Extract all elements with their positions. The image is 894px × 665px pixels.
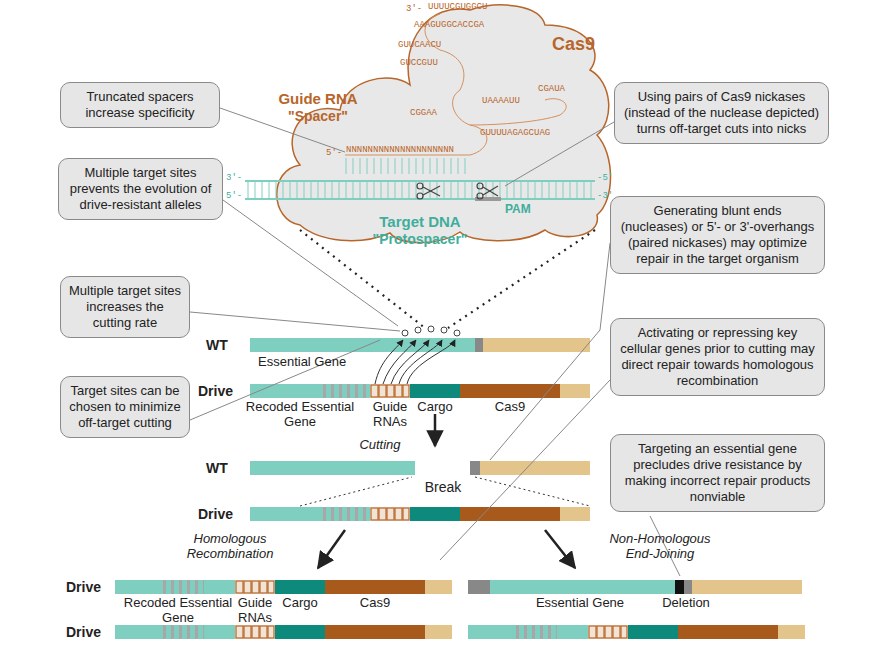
callout-box: Activating or repressing key cellular ge… — [610, 318, 825, 396]
part-label: Homologous Recombination — [165, 532, 295, 562]
sequence-label: CGGAA — [410, 108, 437, 118]
callout-box: Generating blunt ends (nucleases) or 5'-… — [610, 196, 825, 274]
part-label: Break — [425, 479, 462, 495]
sequence-label: GUUCAACU — [398, 40, 441, 50]
part-label: Guide RNA — [278, 90, 357, 107]
callout-text: Target sites can be chosen to minimize o… — [69, 383, 181, 431]
callout-box: Target sites can be chosen to minimize o… — [60, 376, 190, 438]
callout-text: Multiple target sites prevents the evolu… — [67, 165, 214, 213]
part-label: Guide RNAs — [231, 596, 279, 626]
part-label: Cargo — [282, 596, 317, 611]
callout-text: Targeting an essential gene precludes dr… — [619, 441, 816, 505]
sequence-label: -5' — [597, 173, 613, 183]
sequence-label: 5'- — [326, 148, 342, 158]
part-label: Drive — [198, 506, 233, 522]
sequence-label: 5'- — [226, 191, 242, 201]
sequence-label: NNNNNNNNNNNNNNNNNNNN — [346, 145, 454, 155]
part-label: Non-Homologous End-Joining — [595, 532, 725, 562]
part-label: "Spacer" — [288, 108, 348, 124]
callout-box: Using pairs of Cas9 nickases (instead of… — [614, 82, 829, 144]
sequence-label: AAAGUGGCACCGA — [414, 20, 484, 30]
sequence-label: -3' — [597, 191, 613, 201]
sequence-label: CGAUA — [538, 84, 565, 94]
sequence-label: UAAAAUU — [482, 96, 520, 106]
sequence-label: UUUUCGUGGCU — [428, 2, 487, 12]
part-label: Cas9 — [552, 34, 595, 55]
callout-box: Truncated spacers increase specificity — [60, 82, 220, 128]
part-label: Recoded Essential Gene — [245, 400, 355, 430]
part-label: WT — [206, 337, 228, 353]
callout-text: Multiple target sites increases the cutt… — [69, 283, 181, 331]
part-label: Drive — [198, 383, 233, 399]
sequence-label: GUCCGUU — [400, 58, 438, 68]
callout-text: Truncated spacers increase specificity — [69, 89, 211, 121]
callout-box: Targeting an essential gene precludes dr… — [610, 434, 825, 512]
part-label: Deletion — [662, 596, 710, 611]
part-label: Cas9 — [360, 596, 390, 611]
callout-text: Activating or repressing key cellular ge… — [619, 325, 816, 389]
part-label: WT — [206, 460, 228, 476]
part-label: "Protospacer" — [373, 231, 468, 247]
part-label: Essential Gene — [536, 596, 624, 611]
callout-text: Using pairs of Cas9 nickases (instead of… — [623, 89, 820, 137]
part-label: Cargo — [417, 400, 452, 415]
sequence-label: 3'- — [406, 4, 422, 14]
part-label: PAM — [505, 203, 531, 217]
callout-box: Multiple target sites increases the cutt… — [60, 276, 190, 338]
sequence-label: GUUUUAGAGCUAG — [480, 128, 550, 138]
callout-text: Generating blunt ends (nucleases) or 5'-… — [619, 203, 816, 267]
part-label: Target DNA — [379, 213, 460, 230]
part-label: Drive — [66, 624, 101, 640]
part-label: Recoded Essential Gene — [123, 596, 233, 626]
part-label: Essential Gene — [258, 355, 346, 370]
callout-box: Multiple target sites prevents the evolu… — [58, 158, 223, 220]
part-label: Cas9 — [495, 400, 525, 415]
part-label: Cutting — [359, 438, 400, 453]
sequence-label: 3'- — [226, 173, 242, 183]
part-label: Guide RNAs — [366, 400, 414, 430]
part-label: Drive — [66, 579, 101, 595]
